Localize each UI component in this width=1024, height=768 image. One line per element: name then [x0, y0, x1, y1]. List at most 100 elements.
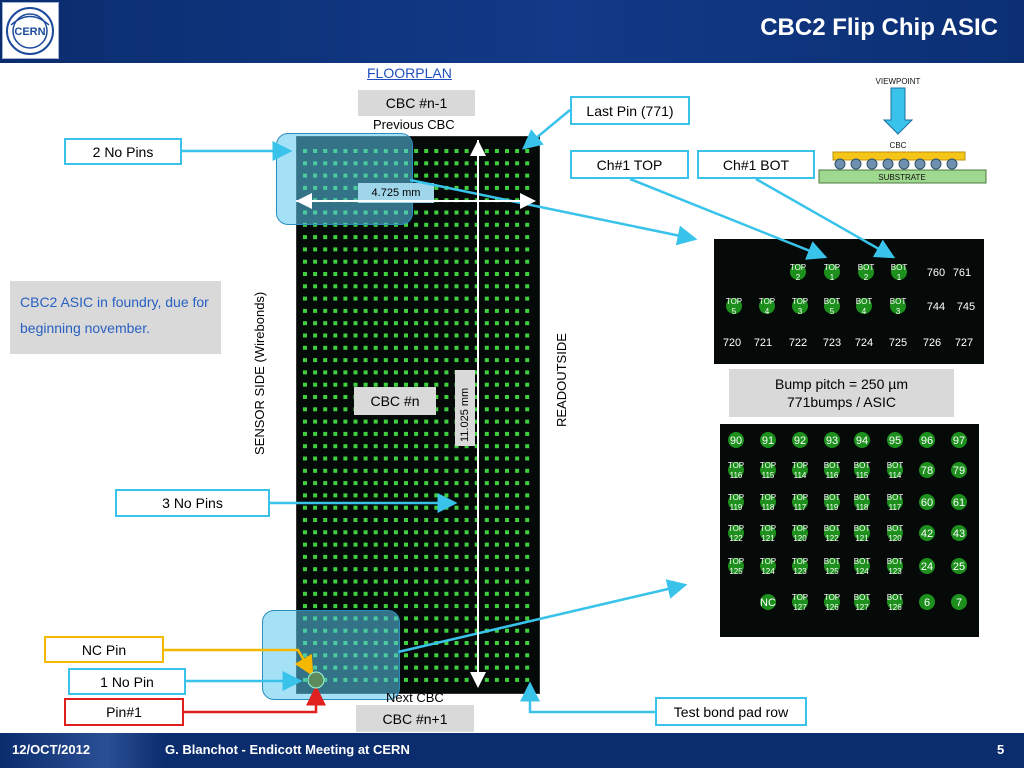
bump-number: 723 [823, 337, 841, 349]
svg-text:90: 90 [730, 435, 742, 447]
svg-text:BOT: BOT [887, 524, 904, 533]
bump-number: 744 [927, 301, 945, 313]
svg-text:723: 723 [823, 337, 841, 349]
bump-number: 761 [953, 267, 971, 279]
svg-text:TOP: TOP [760, 493, 776, 502]
svg-text:TOP: TOP [792, 557, 808, 566]
footer-date-bg [0, 733, 165, 768]
svg-text:744: 744 [927, 301, 945, 313]
bump-number: 92 [792, 432, 808, 448]
svg-text:124: 124 [761, 567, 775, 576]
svg-text:96: 96 [921, 435, 933, 447]
svg-text:721: 721 [754, 337, 772, 349]
callout-nc-pin: NC Pin [44, 636, 164, 663]
svg-text:761: 761 [953, 267, 971, 279]
svg-text:TOP: TOP [824, 593, 840, 602]
svg-text:61: 61 [953, 497, 965, 509]
svg-text:127: 127 [855, 603, 869, 612]
svg-text:TOP: TOP [728, 461, 744, 470]
bump-number: 6 [919, 594, 935, 610]
svg-text:126: 126 [825, 603, 839, 612]
svg-text:127: 127 [793, 603, 807, 612]
svg-text:118: 118 [856, 503, 869, 512]
svg-text:722: 722 [789, 337, 807, 349]
callout-ch1-top: Ch#1 TOP [570, 150, 689, 179]
svg-text:125: 125 [825, 567, 839, 576]
svg-text:TOP: TOP [728, 524, 744, 533]
svg-text:116: 116 [826, 471, 839, 480]
svg-text:BOT: BOT [854, 493, 871, 502]
svg-text:BOT: BOT [887, 493, 904, 502]
svg-text:79: 79 [953, 465, 965, 477]
callout-last-pin: Last Pin (771) [570, 96, 690, 125]
svg-text:115: 115 [856, 471, 869, 480]
bump-number: 91 [760, 432, 776, 448]
svg-text:4: 4 [862, 307, 867, 316]
bump-number: 43 [951, 525, 967, 541]
svg-text:TOP: TOP [792, 297, 808, 306]
substrate-label: SUBSTRATE [878, 173, 925, 182]
svg-text:727: 727 [955, 337, 973, 349]
svg-text:93: 93 [826, 435, 838, 447]
svg-text:TOP: TOP [792, 593, 808, 602]
bump-count: 771bumps / ASIC [787, 394, 896, 410]
footer-bar [0, 733, 1024, 768]
svg-text:724: 724 [855, 337, 873, 349]
svg-text:122: 122 [729, 534, 743, 543]
bump-pitch: Bump pitch = 250 µm [775, 376, 908, 392]
svg-text:123: 123 [793, 567, 807, 576]
svg-text:94: 94 [856, 435, 868, 447]
bump-number: 79 [951, 462, 967, 478]
bump-number: 96 [919, 432, 935, 448]
svg-text:TOP: TOP [792, 524, 808, 533]
svg-text:BOT: BOT [887, 557, 904, 566]
readout-side-label: READOUTSIDE [554, 333, 569, 427]
callout-2-no-pins: 2 No Pins [64, 138, 182, 165]
cbc-center-box: CBC #n [354, 387, 436, 415]
svg-text:120: 120 [793, 534, 807, 543]
callout-3-no-pins: 3 No Pins [115, 489, 270, 517]
cbc-small-label: CBC [890, 141, 907, 150]
svg-text:BOT: BOT [824, 557, 841, 566]
callout-test-bond: Test bond pad row [655, 697, 807, 726]
callout-1-no-pin: 1 No Pin [68, 668, 186, 695]
svg-text:NC: NC [760, 597, 776, 609]
svg-text:2: 2 [796, 273, 801, 282]
cbc-next-label: Next CBC [386, 690, 444, 705]
svg-text:97: 97 [953, 435, 965, 447]
bump-number: 720 [723, 337, 741, 349]
down-arrow-icon [882, 87, 914, 135]
svg-text:TOP: TOP [792, 461, 808, 470]
floorplan-link[interactable]: FLOORPLAN [367, 65, 452, 81]
svg-text:BOT: BOT [858, 263, 875, 272]
svg-text:78: 78 [921, 465, 933, 477]
width-dimension: 4.725 mm [358, 183, 434, 203]
svg-text:TOP: TOP [792, 493, 808, 502]
svg-text:24: 24 [921, 561, 933, 573]
bump-number: 25 [951, 558, 967, 574]
cbc-next-box: CBC #n+1 [356, 705, 474, 732]
bump-number: 724 [855, 337, 873, 349]
svg-text:760: 760 [927, 267, 945, 279]
svg-text:BOT: BOT [854, 593, 871, 602]
svg-text:BOT: BOT [854, 557, 871, 566]
logo-text: CERN [14, 26, 45, 38]
svg-text:BOT: BOT [824, 524, 841, 533]
svg-text:BOT: BOT [824, 297, 841, 306]
page-title: CBC2 Flip Chip ASIC [760, 14, 998, 41]
svg-text:121: 121 [761, 534, 775, 543]
bump-number: 726 [923, 337, 941, 349]
